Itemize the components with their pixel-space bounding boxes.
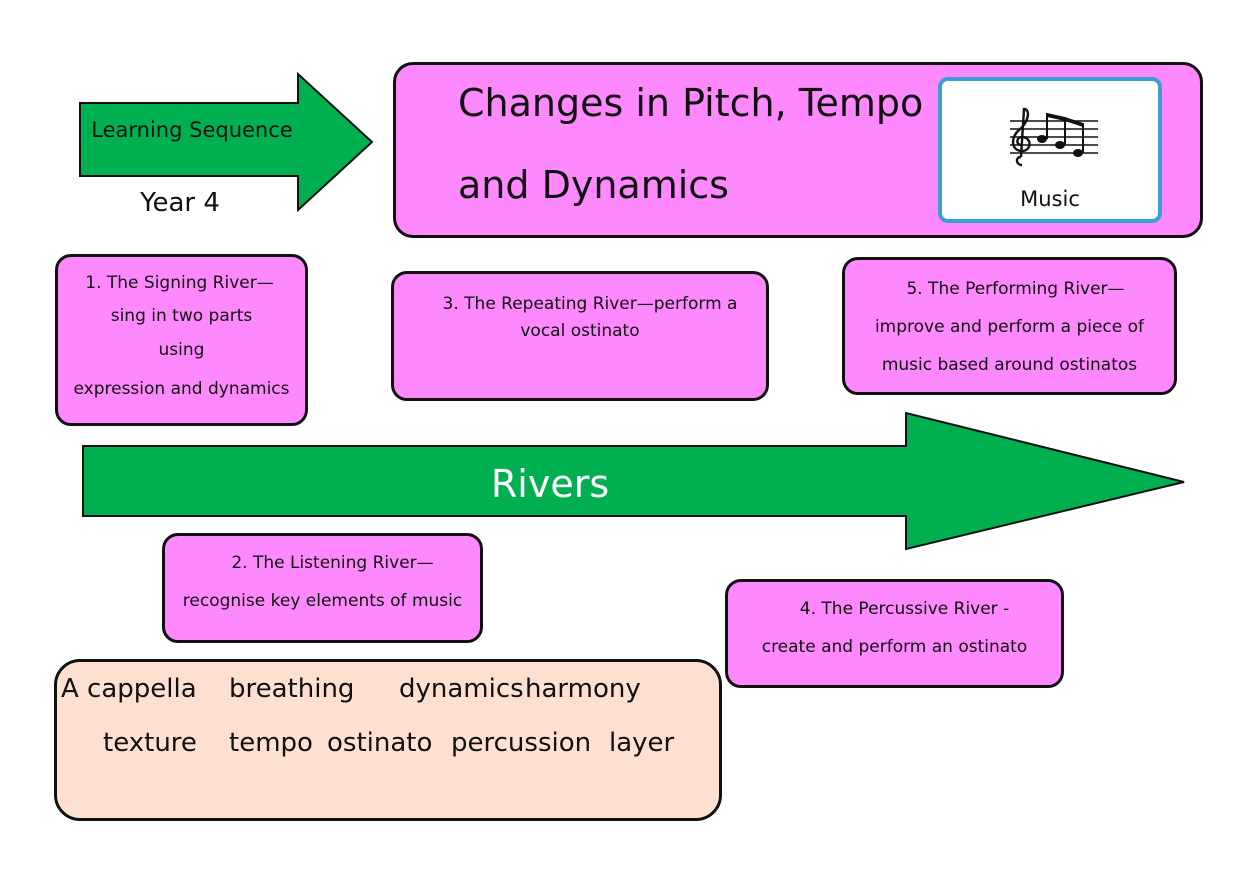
card-4-line-1: 4. The Percussive River -: [799, 599, 1010, 619]
vocab-word: dynamics: [399, 674, 524, 704]
card-4-line-2: create and perform an ostinato: [761, 637, 1028, 657]
learning-sequence-label: Learning Sequence: [91, 118, 293, 142]
card-2-line-1: 2. The Listening River—: [231, 553, 434, 573]
card-1-line-3: using: [158, 340, 205, 360]
card-1-line-4: expression and dynamics: [73, 379, 290, 399]
vocab-word: texture: [103, 728, 197, 758]
river-card-1: 1. The Signing River— sing in two parts …: [55, 254, 308, 426]
vocab-word: harmony: [525, 674, 641, 704]
rivers-label: Rivers: [490, 462, 610, 506]
title-line-1: Changes in Pitch, Tempo: [458, 81, 924, 125]
vocab-word: layer: [609, 728, 675, 758]
music-label: Music: [1020, 187, 1080, 211]
title-line-2: and Dynamics: [458, 163, 729, 207]
vocabulary-box: A cappella breathing dynamics harmony te…: [54, 659, 722, 821]
river-card-4: 4. The Percussive River - create and per…: [725, 579, 1064, 688]
card-5-line-3: music based around ostinatos: [881, 355, 1138, 375]
vocab-word: tempo: [229, 728, 313, 758]
card-2-line-2: recognise key elements of music: [182, 591, 463, 611]
river-card-3: 3. The Repeating River—perform a vocal o…: [391, 271, 769, 401]
music-subject-badge: Music: [938, 77, 1162, 223]
vocab-word: ostinato: [327, 728, 433, 758]
vocab-word: breathing: [229, 674, 355, 704]
card-5-line-2: improve and perform a piece of: [874, 317, 1145, 337]
music-notes-icon: [1010, 107, 1098, 167]
card-5-line-1: 5. The Performing River—: [906, 279, 1125, 299]
card-3-line-2: vocal ostinato: [520, 321, 640, 341]
vocab-word: A cappella: [61, 674, 197, 704]
card-1-line-1: 1. The Signing River—: [85, 273, 274, 293]
river-card-2: 2. The Listening River— recognise key el…: [162, 533, 483, 643]
card-1-line-2: sing in two parts: [110, 306, 253, 326]
vocab-word: percussion: [451, 728, 592, 758]
title-box: Changes in Pitch, Tempo and Dynamics: [393, 62, 1203, 238]
card-3-line-1: 3. The Repeating River—perform a: [442, 294, 738, 314]
river-card-5: 5. The Performing River— improve and per…: [842, 257, 1177, 395]
rivers-arrow: [82, 411, 1185, 551]
learning-sequence-arrow: [79, 72, 374, 212]
year-label: Year 4: [140, 188, 220, 218]
